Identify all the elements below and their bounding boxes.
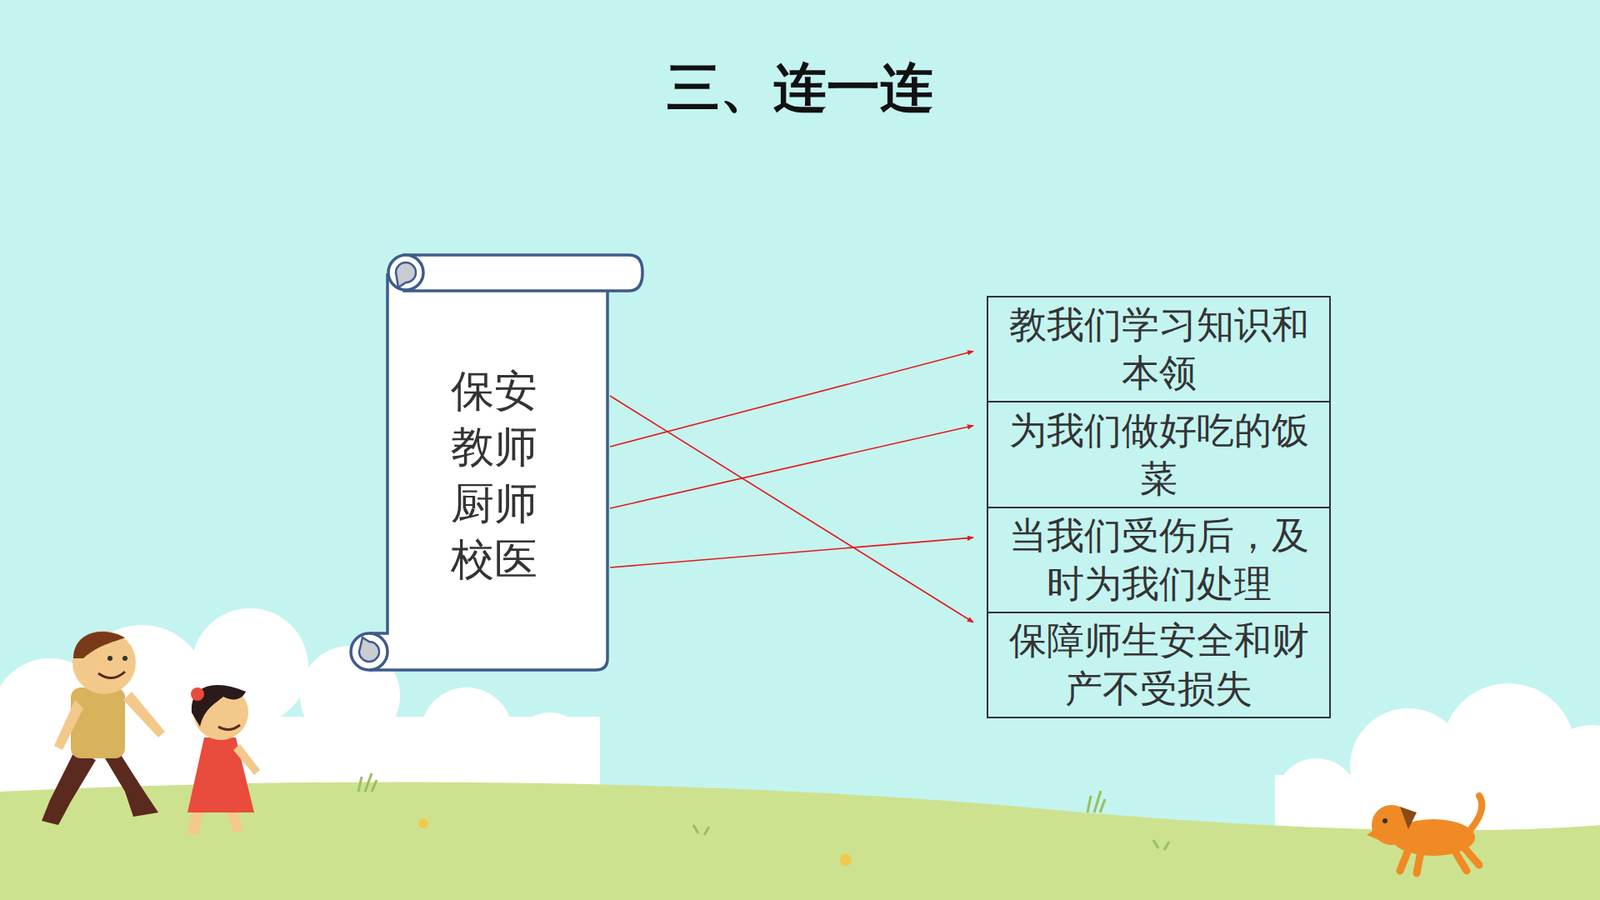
match-arrow	[610, 351, 974, 447]
match-arrow	[610, 537, 974, 568]
role-label: 保安	[450, 365, 538, 416]
page-title: 三、连一连	[0, 51, 1600, 125]
match-arrow	[610, 395, 974, 623]
flowers	[418, 818, 852, 866]
duty-text: 为我们做好吃的饭菜	[995, 406, 1323, 504]
duty-box: 保障师生安全和财产不受损失	[986, 611, 1331, 719]
duty-box: 教我们学习知识和本领	[986, 295, 1331, 403]
role-label: 校医	[450, 534, 538, 585]
role-word: 校医	[450, 533, 610, 585]
role-word: 厨师	[450, 477, 610, 530]
duty-text: 保障师生安全和财产不受损失	[995, 616, 1323, 714]
running-girl	[187, 685, 260, 835]
match-arrow	[610, 425, 974, 509]
role-word: 教师	[450, 420, 610, 473]
duty-text: 当我们受伤后，及时为我们处理	[995, 511, 1323, 609]
duty-box: 为我们做好吃的饭菜	[986, 400, 1331, 509]
grass-tufts	[358, 773, 1170, 850]
scroll-shape	[350, 255, 643, 670]
duty-box: 当我们受伤后，及时为我们处理	[986, 506, 1331, 614]
role-label: 厨师	[450, 478, 538, 529]
running-dog	[1366, 795, 1482, 874]
role-word: 保安	[450, 365, 610, 417]
role-label: 教师	[450, 421, 538, 472]
duty-text: 教我们学习知识和本领	[995, 300, 1323, 398]
running-man	[41, 630, 165, 825]
